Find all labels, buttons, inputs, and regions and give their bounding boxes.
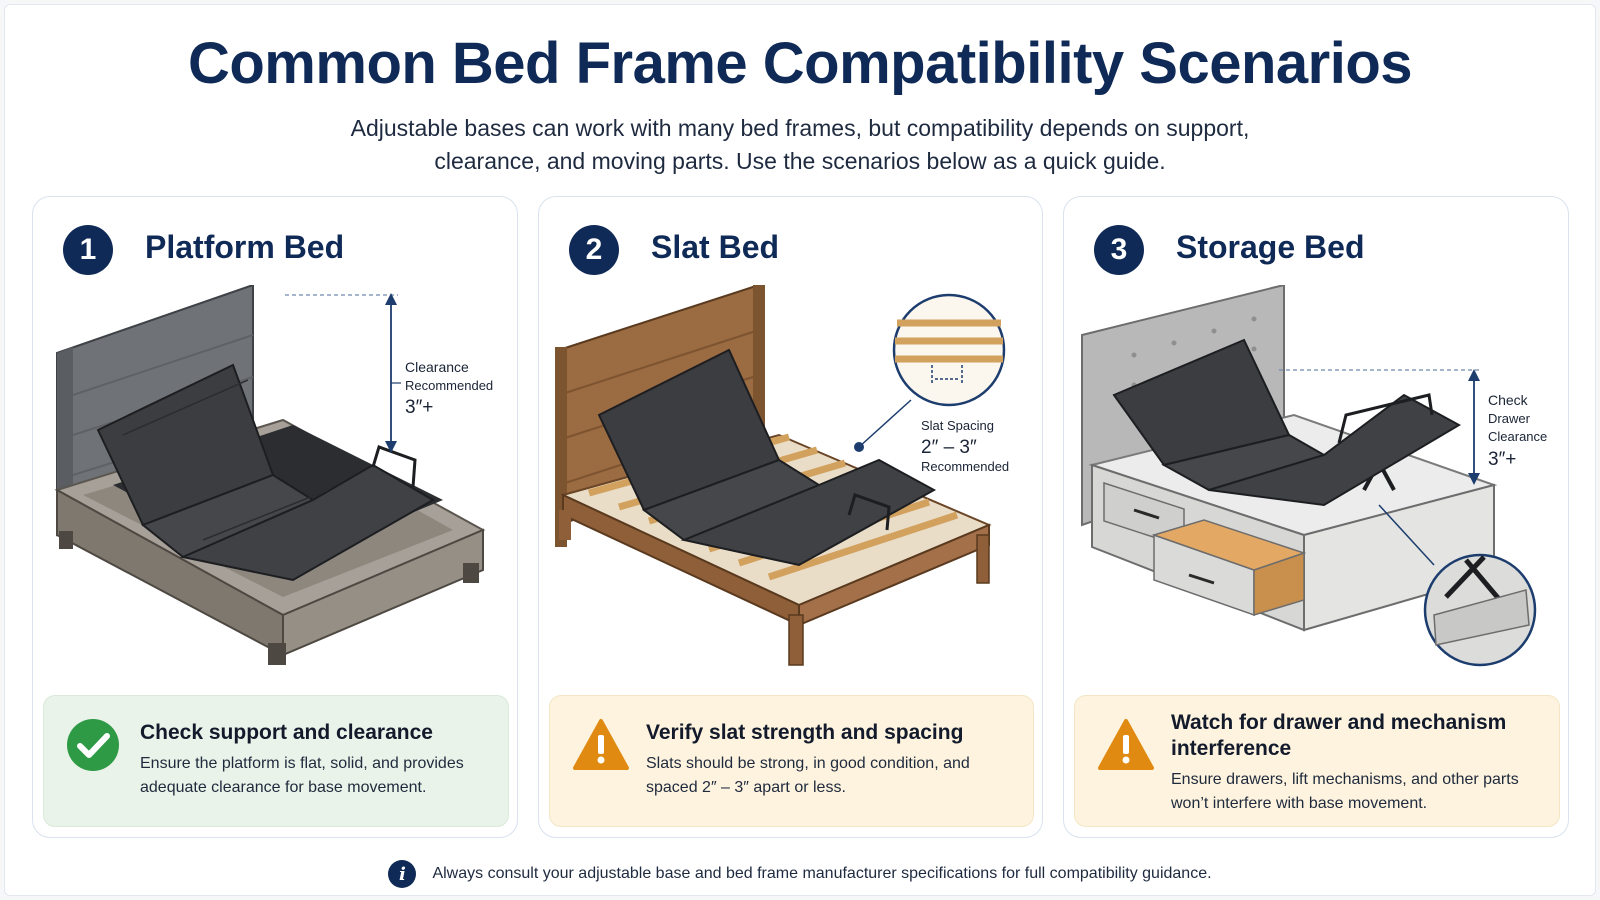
slat-bed-illustration: Slat Spacing 2″ – 3″ Recommended (555, 285, 1009, 666)
card-slat-bed: 2 Slat Bed (538, 196, 1043, 838)
card-platform-bed: 1 Platform Bed Clearance Recommended (32, 196, 518, 838)
warning-icon (573, 719, 629, 770)
card-storage-bed: 3 Storage Bed (1063, 196, 1569, 838)
tip-title: Watch for drawer and mechanism interfere… (1171, 711, 1507, 760)
drawer-clearance-label-2: Drawer (1488, 411, 1531, 426)
card-title: Slat Bed (651, 229, 780, 265)
clearance-sublabel: Recommended (405, 378, 493, 393)
page-subtitle: Adjustable bases can work with many bed … (350, 115, 1250, 174)
slat-spacing-label: Slat Spacing (921, 418, 994, 433)
info-icon: i (388, 860, 417, 888)
platform-bed-illustration: Clearance Recommended 3″+ (54, 285, 493, 665)
drawer-clearance-label-3: Clearance (1488, 429, 1547, 444)
storage-bed-illustration: Check Drawer Clearance 3″+ (1081, 285, 1547, 667)
footer-text: Always consult your adjustable base and … (432, 865, 1212, 882)
card-title: Platform Bed (145, 229, 345, 265)
tip-title: Check support and clearance (140, 721, 433, 744)
check-icon (67, 719, 119, 771)
tip-panel: Verify slat strength and spacing Slats s… (549, 695, 1034, 827)
tip-body: Ensure drawers, lift mechanisms, and oth… (1171, 771, 1519, 812)
step-badge: 1 (63, 225, 113, 275)
card-title: Storage Bed (1176, 229, 1365, 265)
step-badge: 3 (1094, 225, 1144, 275)
drawer-clearance-label-1: Check (1488, 392, 1529, 408)
slat-spacing-value: 2″ – 3″ (921, 437, 977, 458)
drawer-clearance-value: 3″+ (1488, 449, 1516, 470)
tip-body: Slats should be strong, in good conditio… (646, 755, 970, 796)
clearance-value: 3″+ (405, 397, 433, 418)
warning-icon (1098, 719, 1154, 770)
tip-panel: Watch for drawer and mechanism interfere… (1074, 695, 1560, 827)
step-badge: 2 (569, 225, 619, 275)
tip-panel: Check support and clearance Ensure the p… (43, 695, 509, 827)
page-title: Common Bed Frame Compatibility Scenarios (187, 31, 1413, 96)
tip-body: Ensure the platform is flat, solid, and … (140, 755, 464, 796)
slat-spacing-sublabel: Recommended (921, 459, 1009, 474)
clearance-label: Clearance (405, 359, 469, 375)
tip-title: Verify slat strength and spacing (646, 721, 964, 744)
footer-note: i Always consult your adjustable base an… (0, 860, 1600, 888)
